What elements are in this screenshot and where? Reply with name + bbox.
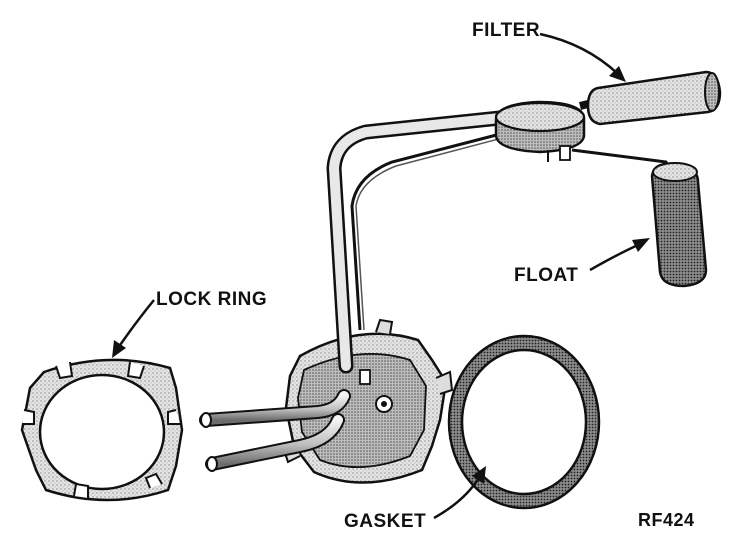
sending-unit-base [282,318,454,484]
gasket [447,334,601,510]
filter [579,70,722,126]
float-assembly [571,148,708,288]
filter-label: FILTER [472,20,541,41]
lock-ring [20,358,184,502]
fuel-tubes [199,110,511,472]
gasket-label: GASKET [344,511,427,532]
pump-housing [494,100,586,162]
figure-code: RF424 [638,510,695,530]
leader-arrows [112,32,650,520]
float-label: FLOAT [514,265,579,286]
lock-ring-label: LOCK RING [156,289,268,310]
